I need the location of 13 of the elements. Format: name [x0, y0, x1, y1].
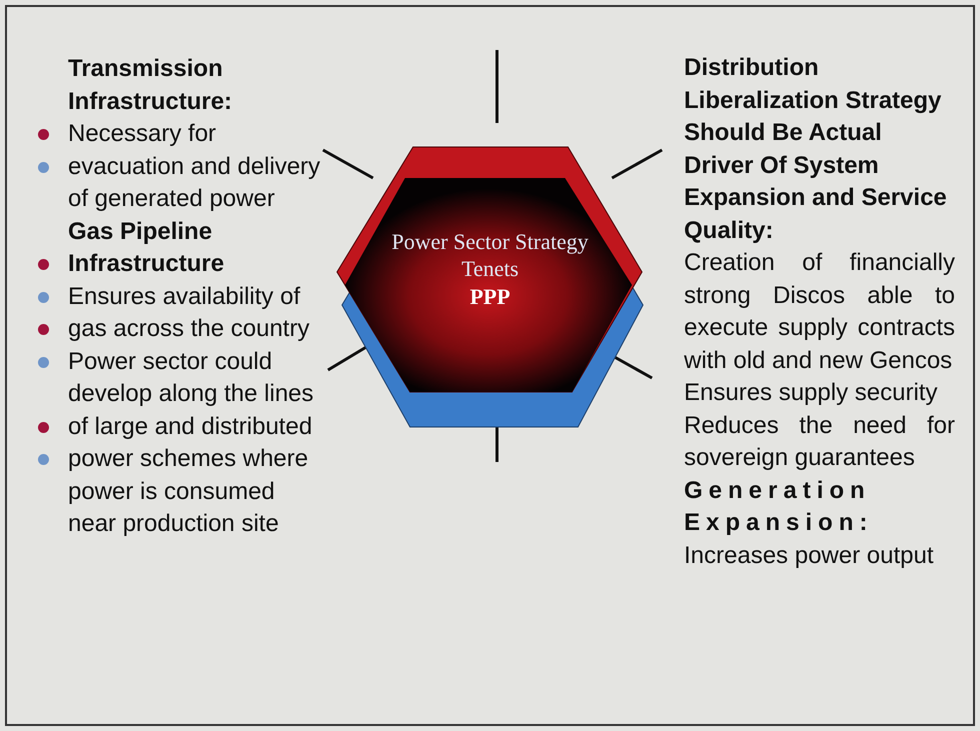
bullet-text: Power sector could develop along the lines of large and distributed power schemes where power is consumed near production site	[68, 346, 315, 539]
body-text: Ensures supply security	[684, 378, 938, 408]
section-heading: Distribution Liberalization Strategy Should Be Actual Driver Of System Expansion and Service Quality:	[684, 53, 948, 246]
section-heading: Gas Pipeline Infrastructure	[68, 216, 226, 279]
body-text: Reduces the need for sovereign guarantees	[684, 410, 955, 473]
bullet-text: Ensures availability of gas across the country	[68, 282, 310, 344]
hexagon-subtitle: PPP	[468, 283, 512, 310]
hexagon-title: Power Sector Strategy Tenets	[390, 228, 590, 282]
body-text: Increases power output	[684, 540, 934, 570]
section-heading: Transmission Infrastructure:	[68, 54, 234, 116]
bullet-text: Necessary for evacuation and delivery of generated power	[68, 119, 322, 214]
section-heading: Generation Expansion:	[684, 476, 874, 538]
body-text: Creation of financially strong Discos able to execute supply contracts with old and new Gencos	[684, 248, 955, 376]
